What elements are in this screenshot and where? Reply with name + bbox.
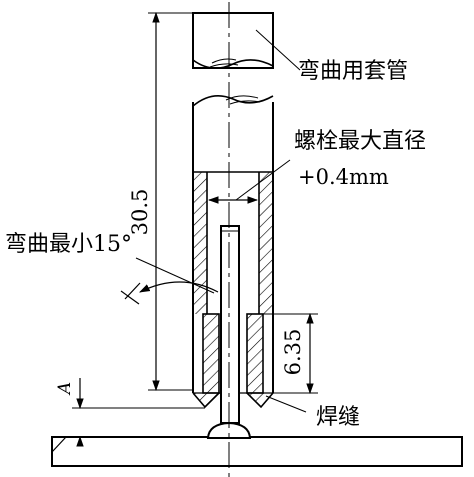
dimension-counterbore-depth [263,312,318,395]
dimension-bolt-diameter [207,159,291,204]
label-sleeve-length: 30.5 [128,189,152,236]
label-max-bolt-diameter: 螺栓最大直径 [294,129,426,154]
label-counterbore-depth: 6.35 [281,329,305,376]
bend-angle-indicator [120,257,219,305]
label-bending-sleeve: 弯曲用套管 [298,59,408,84]
dimension-sleeve-length [148,11,193,392]
dimension-stud-projection [72,378,205,447]
label-weld: 焊缝 [316,405,360,430]
label-min-bend-angle: 弯曲最小15° [5,232,132,257]
label-stud-projection: A [55,382,75,396]
weld-leader [265,395,307,413]
sleeve-leader [255,29,301,71]
lower-sleeve [192,94,274,409]
base-plate [51,436,463,467]
bolt-stud [220,225,240,424]
upper-sleeve-fragment [192,12,274,69]
label-diameter-tolerance: +0.4mm [298,165,389,189]
